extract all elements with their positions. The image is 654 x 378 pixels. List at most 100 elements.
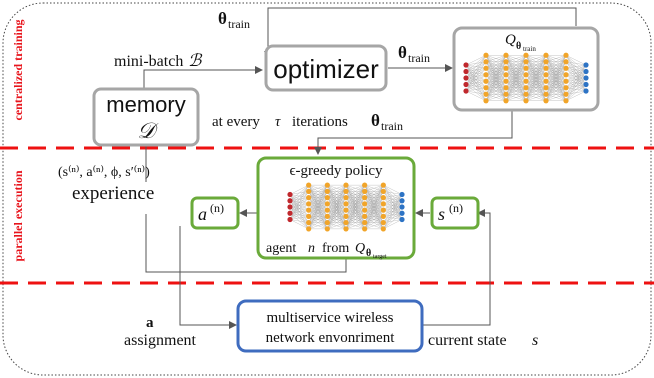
nn-connection <box>383 194 403 229</box>
nn-connection <box>545 55 567 75</box>
nn-connection <box>308 203 328 229</box>
nn-hidden-node <box>362 226 368 232</box>
nn-connection <box>565 64 587 88</box>
experience-label: experience <box>72 183 154 204</box>
nn-connection <box>505 74 527 101</box>
action-box <box>190 196 240 230</box>
nn-connection <box>525 68 547 101</box>
nn-hidden-node <box>503 98 509 104</box>
nn-hidden-node <box>380 195 386 201</box>
nn-output-node <box>399 210 405 216</box>
nn-connection <box>308 197 328 229</box>
memory-box <box>92 87 200 147</box>
environment-line1: multiservice wireless <box>266 310 393 326</box>
nn-hidden-node <box>543 91 549 97</box>
nn-hidden-node <box>503 59 509 65</box>
nn-hidden-node <box>523 98 529 104</box>
nn-hidden-node <box>543 98 549 104</box>
nn-connection <box>545 68 567 101</box>
nn-connection <box>383 194 403 205</box>
nn-connection <box>327 185 347 211</box>
nn-output-node <box>399 216 405 223</box>
nn-hidden-node <box>523 85 529 91</box>
nn-hidden-node <box>503 65 509 71</box>
nn-connection <box>364 210 384 229</box>
nn-hidden-node <box>563 98 569 104</box>
nn-connection <box>364 216 384 229</box>
nn-hidden-node <box>343 213 349 219</box>
nn-connection <box>364 191 384 229</box>
nn-connection <box>485 87 507 101</box>
nn-connection <box>364 185 384 198</box>
nn-connection <box>565 90 587 101</box>
theta-mid-sub: train <box>408 51 430 65</box>
nn-hidden-node <box>362 195 368 201</box>
nn-connection <box>327 185 347 198</box>
nn-connection <box>565 64 587 95</box>
edge-theta-feedback <box>264 7 577 59</box>
nn-connection <box>525 55 547 75</box>
nn-connection <box>465 90 487 95</box>
nn-connection <box>465 74 487 92</box>
nn-hidden-node <box>483 72 489 78</box>
nn-input-node <box>463 81 469 88</box>
qnet-q-label: Q <box>505 32 516 48</box>
nn-hidden-node <box>543 78 549 84</box>
nn-connection <box>485 61 507 101</box>
nn-connection <box>308 191 328 229</box>
nn-hidden-node <box>362 201 368 207</box>
nn-connection <box>289 203 309 220</box>
nn-output-node <box>583 88 589 94</box>
nn-connection <box>505 94 527 101</box>
every-tau-prefix: at every <box>212 114 260 130</box>
nn-hidden-node <box>503 78 509 84</box>
edge-qnet-to-policy <box>314 110 513 155</box>
nn-connection <box>545 87 567 101</box>
minibatch-label: mini-batch <box>114 53 183 70</box>
nn-hidden-node <box>324 201 330 207</box>
nn-hidden-node <box>503 85 509 91</box>
nn-hidden-node <box>380 226 386 232</box>
nn-hidden-node <box>503 91 509 97</box>
nn-connection <box>485 94 507 101</box>
nn-hidden-node <box>343 226 349 232</box>
nn-hidden-node <box>343 207 349 213</box>
nn-hidden-node <box>324 182 330 188</box>
nn-connection <box>383 194 403 198</box>
nn-connection <box>545 74 567 101</box>
nn-connection <box>545 55 567 95</box>
optimizer-label: optimizer <box>273 54 379 84</box>
nn-connection <box>289 219 309 223</box>
nn-hidden-node <box>483 85 489 91</box>
nn-connection <box>545 55 567 82</box>
every-tau-suffix: iterations <box>292 114 348 130</box>
nn-connection <box>383 213 403 229</box>
nn-hidden-node <box>380 182 386 188</box>
nn-hidden-node <box>563 78 569 84</box>
nn-hidden-node <box>523 59 529 65</box>
nn-connection <box>505 68 527 101</box>
nn-connection <box>545 81 567 101</box>
nn-connection <box>327 184 347 192</box>
nn-connection <box>327 222 347 230</box>
nn-connection <box>308 185 328 204</box>
nn-hidden-node <box>306 201 312 207</box>
nn-hidden-node <box>380 201 386 207</box>
nn-connection <box>345 210 365 229</box>
nn-hidden-node <box>503 72 509 78</box>
nn-hidden-node <box>324 220 330 226</box>
action-sup: (n) <box>210 201 224 215</box>
nn-connection <box>565 64 587 75</box>
environment-line2: network envonriment <box>266 330 396 346</box>
nn-connection <box>545 55 567 69</box>
nn-connection <box>364 185 384 211</box>
nn-connection <box>525 55 547 88</box>
nn-connection <box>505 55 527 75</box>
nn-connection <box>345 197 365 229</box>
nn-connection <box>505 55 527 82</box>
nn-input-node <box>287 198 293 204</box>
nn-connection <box>308 185 328 211</box>
qnet-theta: θ <box>516 41 521 52</box>
section-label-execution: parallel execution <box>11 170 25 261</box>
